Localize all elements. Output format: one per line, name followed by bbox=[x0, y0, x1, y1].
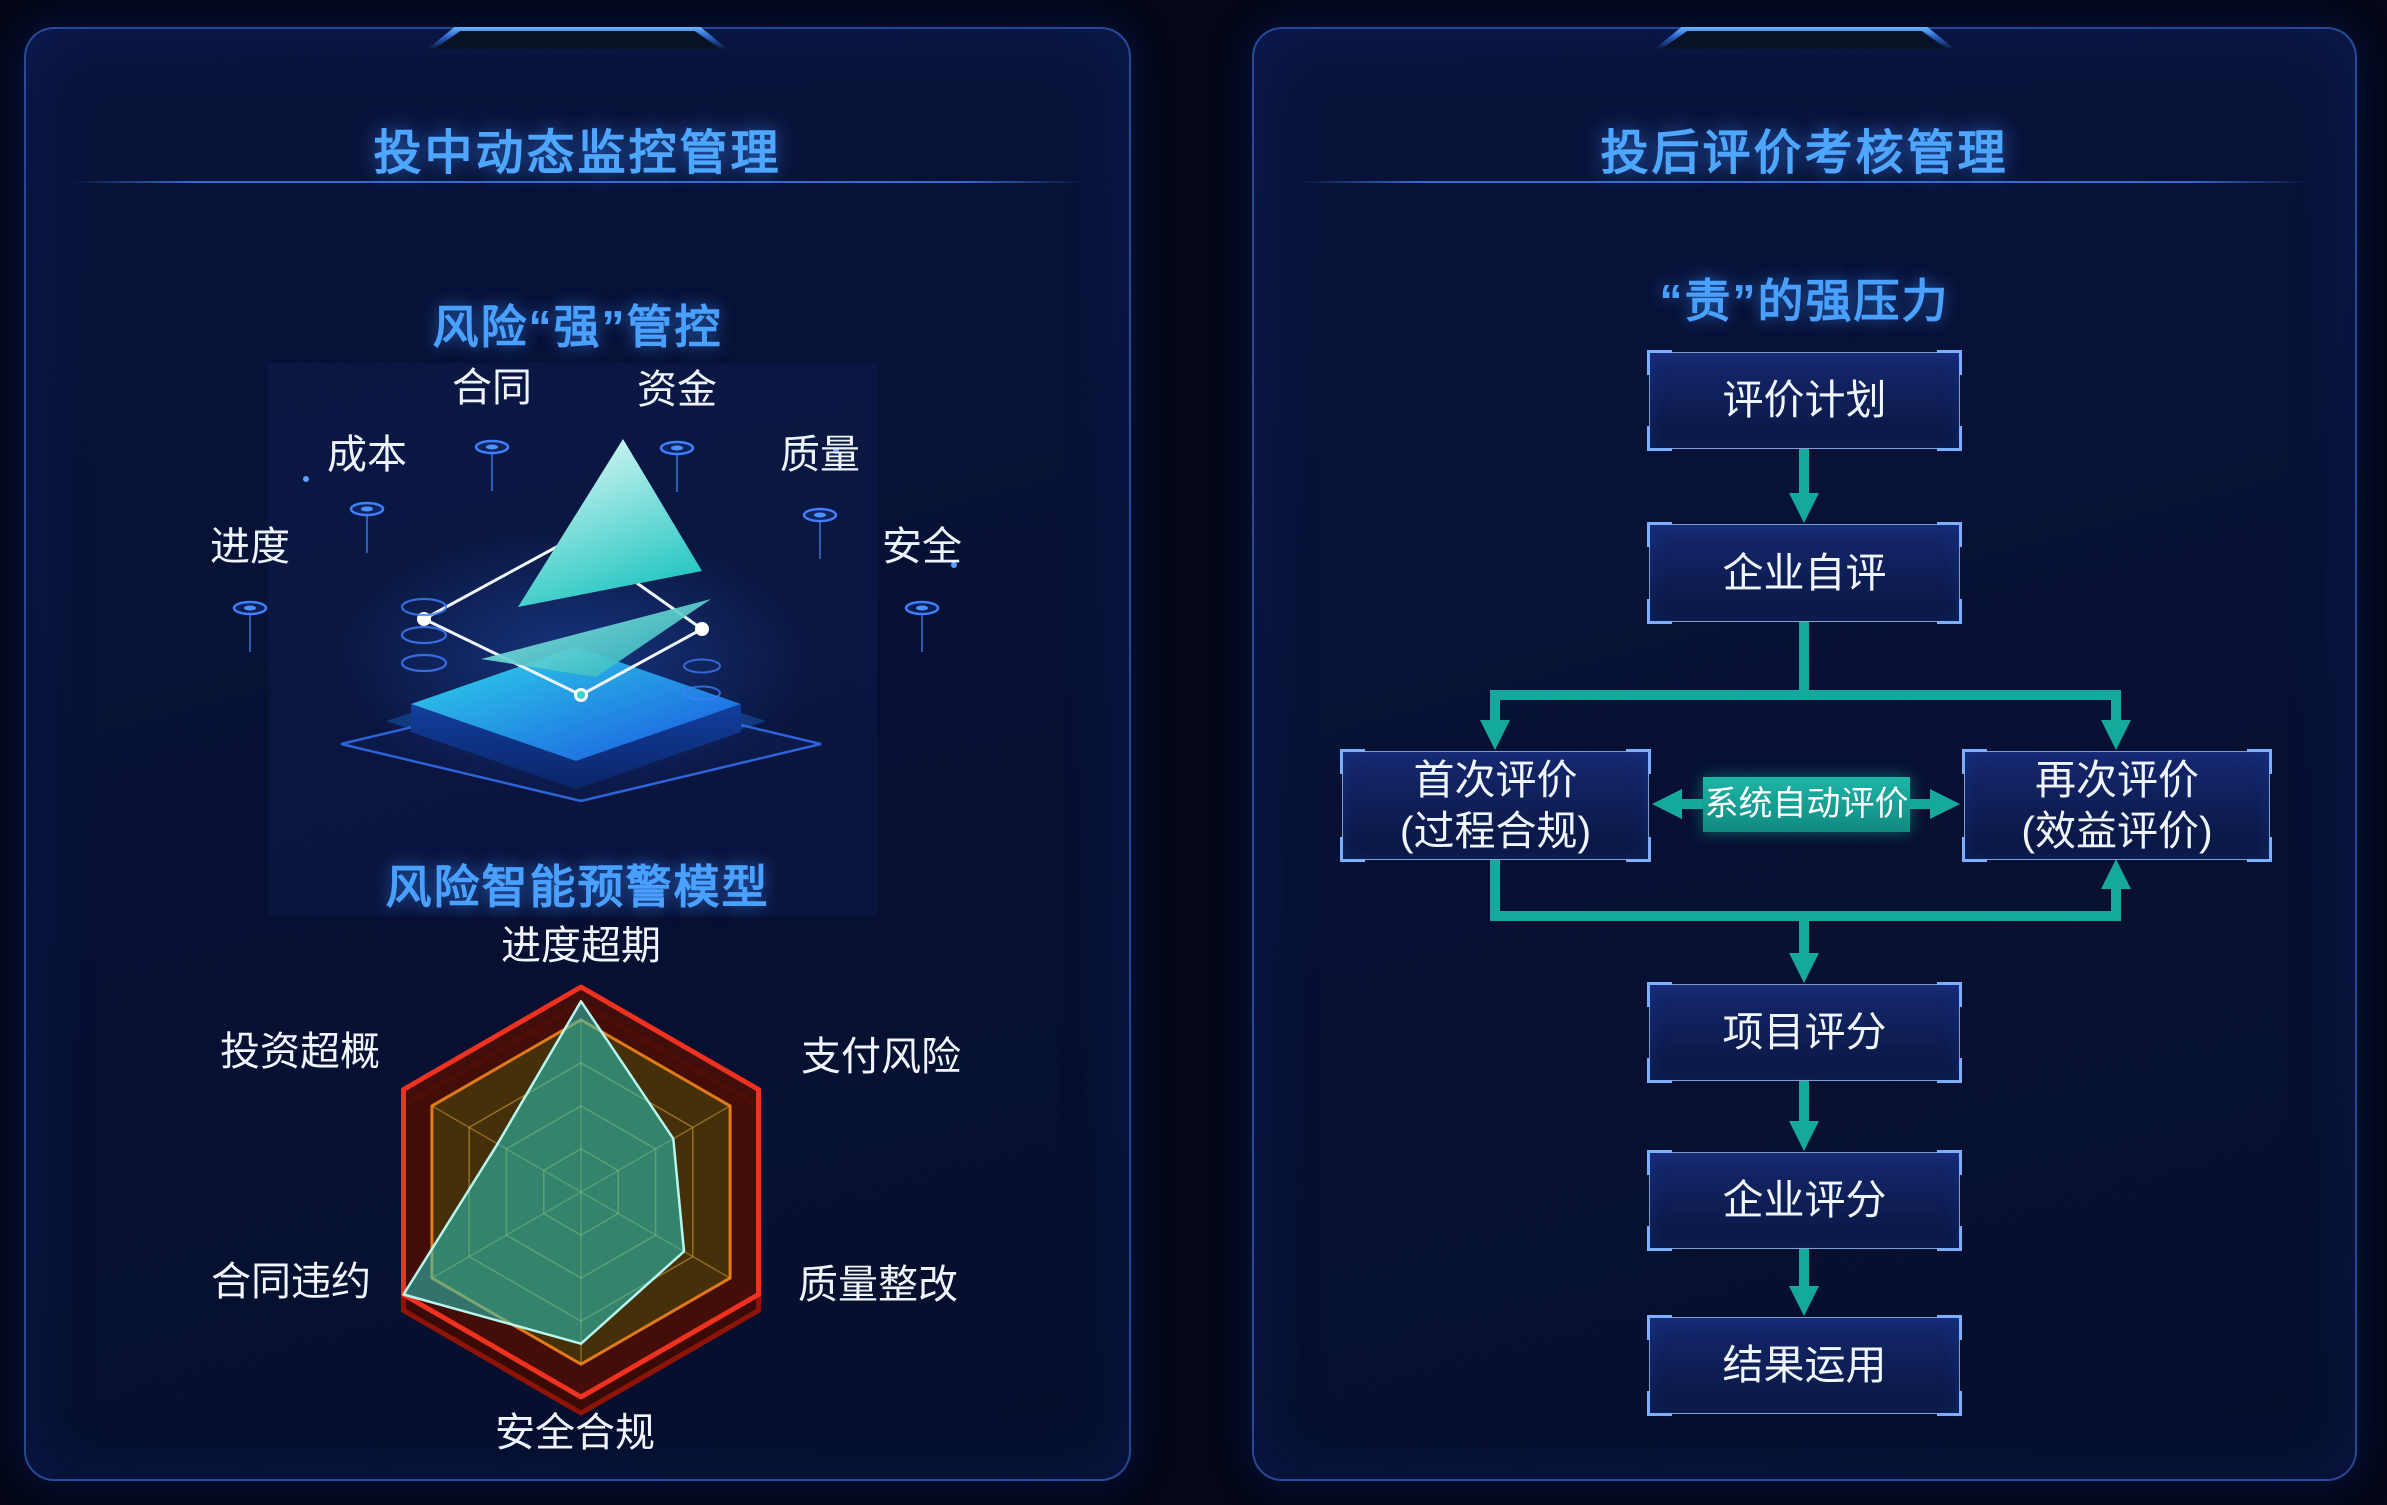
platform-side-left bbox=[411, 704, 576, 789]
flow-step-label: 企业评分 bbox=[1722, 1177, 1887, 1224]
panel-top-notch-decor bbox=[1654, 27, 1955, 49]
flow-step-label-line2: (效益评价) bbox=[2021, 807, 2213, 854]
flow-step-result-use: 结果运用 bbox=[1647, 1315, 1962, 1416]
radar-label-contract-breach: 合同违约 bbox=[211, 1260, 371, 1304]
flow-connectors bbox=[1480, 449, 2131, 1316]
notch-inner bbox=[1661, 31, 1948, 49]
flow-step-first-evaluation: 首次评价 (过程合规) bbox=[1340, 749, 1651, 862]
flow-step-re-evaluation: 再次评价 (效益评价) bbox=[1962, 749, 2272, 862]
radar-label-payment-risk: 支付风险 bbox=[801, 1035, 961, 1079]
risk-model-caption: 风险智能预警模型 bbox=[385, 861, 770, 913]
title-divider bbox=[1298, 181, 2311, 183]
flow-step-label: 评价计划 bbox=[1722, 377, 1887, 424]
marker-ring-quality bbox=[802, 507, 838, 559]
monitor-label-progress: 进度 bbox=[210, 525, 290, 569]
node-dot bbox=[695, 622, 709, 636]
flow-step-label: 项目评分 bbox=[1722, 1009, 1887, 1056]
paper-plane-sail bbox=[518, 439, 702, 607]
node-dot-accent bbox=[577, 691, 585, 699]
flow-step-label-line1: 再次评价 bbox=[2035, 757, 2199, 804]
risk-control-subtitle: 风险“强”管控 bbox=[432, 301, 723, 353]
flow-step-evaluation-plan: 评价计划 bbox=[1647, 350, 1962, 451]
responsibility-subtitle: “责”的强压力 bbox=[1659, 275, 1950, 327]
left-panel-title: 投中动态监控管理 bbox=[373, 127, 782, 180]
flow-step-project-score: 项目评分 bbox=[1647, 982, 1962, 1083]
paper-plane-wing bbox=[481, 599, 711, 677]
panel-top-notch-decor bbox=[427, 27, 728, 49]
sparkle-dot bbox=[833, 448, 839, 454]
marker-ring-contract bbox=[474, 439, 510, 491]
auto-evaluation-badge: 系统自动评价 bbox=[1703, 777, 1910, 832]
monitor-label-safety: 安全 bbox=[882, 525, 962, 569]
flow-step-label: 结果运用 bbox=[1722, 1342, 1887, 1389]
flow-step-label-line1: 首次评价 bbox=[1413, 757, 1578, 804]
flow-step-label-line2: (过程合规) bbox=[1399, 807, 1592, 854]
marker-ring-cost bbox=[349, 501, 385, 553]
risk-3d-illustration bbox=[232, 439, 957, 803]
flow-step-enterprise-score: 企业评分 bbox=[1647, 1150, 1962, 1251]
right-panel-title: 投后评价考核管理 bbox=[1600, 127, 2009, 180]
sparkle-dot bbox=[303, 476, 309, 482]
risk-radar-chart bbox=[401, 984, 761, 1416]
radar-label-investment-overrun: 投资超概 bbox=[220, 1030, 380, 1074]
title-divider bbox=[70, 181, 1085, 183]
marker-ring-safety bbox=[904, 600, 940, 652]
sparkle-dot bbox=[951, 562, 957, 568]
marker-ring-funds bbox=[659, 440, 695, 492]
monitor-label-quality: 质量 bbox=[780, 433, 860, 477]
radar-label-quality-rectification: 质量整改 bbox=[798, 1263, 958, 1307]
flow-step-label: 企业自评 bbox=[1722, 549, 1887, 596]
platform-side-right bbox=[576, 704, 741, 789]
monitor-label-funds: 资金 bbox=[637, 368, 717, 412]
monitor-label-cost: 成本 bbox=[327, 433, 407, 477]
marker-ring-progress bbox=[232, 600, 268, 652]
auto-evaluation-label: 系统自动评价 bbox=[1704, 784, 1909, 823]
ring-stack-right bbox=[683, 658, 721, 701]
ring-stack-left bbox=[400, 597, 448, 673]
flow-step-enterprise-self-eval: 企业自评 bbox=[1647, 522, 1962, 624]
panel-post-investment-evaluation: 投后评价考核管理 “责”的强压力 评价计划 bbox=[1252, 27, 2357, 1481]
notch-inner bbox=[434, 31, 721, 49]
radar-label-safety-compliance: 安全合规 bbox=[495, 1411, 655, 1455]
panel-in-investment-monitoring: 投中动态监控管理 风险“强”管控 bbox=[24, 27, 1131, 1481]
monitor-label-contract: 合同 bbox=[452, 366, 532, 410]
radar-label-progress-overdue: 进度超期 bbox=[501, 924, 661, 968]
